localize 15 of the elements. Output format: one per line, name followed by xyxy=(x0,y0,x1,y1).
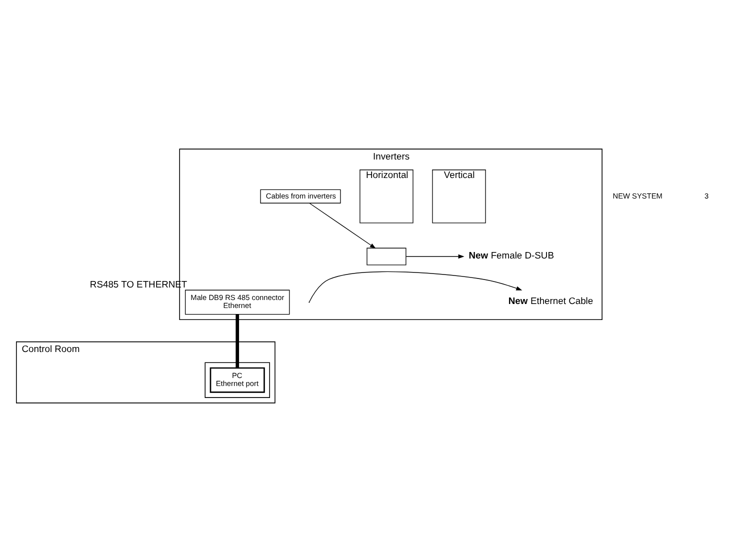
node-box: Cables from inverters xyxy=(260,188,341,203)
label: NEW SYSTEM xyxy=(612,190,662,200)
node-box: PC Ethernet port xyxy=(210,366,265,392)
node-box: Horizontal xyxy=(360,169,414,223)
node-box xyxy=(366,247,406,265)
node-text: New Female D-SUB xyxy=(468,248,554,260)
arrow xyxy=(309,202,376,248)
node-box: Male DB9 RS 485 connector Ethernet xyxy=(184,289,290,314)
arrow xyxy=(406,254,464,258)
node-text: New Ethernet Cable xyxy=(508,294,594,306)
label: 3 xyxy=(704,190,709,200)
connector xyxy=(236,314,240,368)
arrow xyxy=(309,270,522,302)
node-box: Vertical xyxy=(432,169,486,223)
cluster xyxy=(204,362,270,398)
